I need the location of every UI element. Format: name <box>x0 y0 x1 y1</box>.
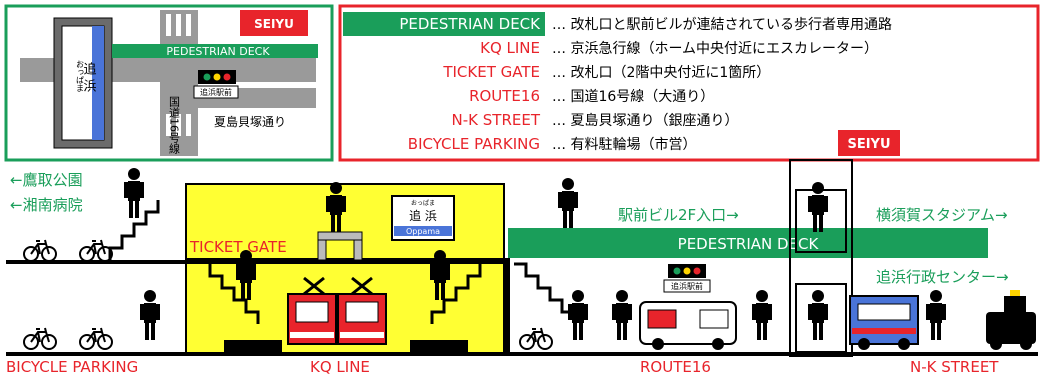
platform-stairs-right <box>430 264 482 324</box>
deck-section <box>508 228 988 258</box>
dir-park-label: ←鷹取公園 <box>10 171 83 189</box>
map-deck <box>112 44 318 58</box>
legend-term-5: BICYCLE PARKING <box>408 135 540 153</box>
legend-desc-3: … 国道16号線（大通り） <box>552 89 714 105</box>
legend-term-0: PEDESTRIAN DECK <box>399 15 541 33</box>
legend-desc-0: … 改札口と駅前ビルが連結されている歩行者専用通路 <box>552 16 892 33</box>
legend-term-3: ROUTE16 <box>469 87 540 105</box>
area-map: おっぱま 追 浜 PEDESTRIAN DECK SEIYU 追浜駅前 国道16… <box>4 4 334 162</box>
legend-desc-5: … 有料駐輪場（市営） <box>552 136 696 153</box>
map-station-kana: おっぱま <box>76 60 85 92</box>
stadium-label: 横須賀スタジアム→ <box>876 206 1008 224</box>
map-seiyu-box <box>240 10 308 36</box>
road-signal-label: 追浜駅前 <box>671 281 703 291</box>
building-entrance-label: 駅前ビル2F入口→ <box>618 206 739 224</box>
map-deck-label: PEDESTRIAN DECK <box>166 45 270 58</box>
map-signal-label-box <box>193 85 239 99</box>
map-seiyu-label: SEIYU <box>254 17 294 31</box>
station-sign-roman: Oppama <box>406 227 440 236</box>
bottom-bicycle-parking: BICYCLE PARKING <box>6 358 138 376</box>
dir-hospital-label: ←湘南病院 <box>10 196 83 214</box>
train-right <box>337 276 387 345</box>
bottom-kq-line: KQ LINE <box>310 358 370 376</box>
deck-stairs <box>514 262 574 314</box>
bicycle-icon <box>23 239 57 262</box>
station-sign-kana: おっぱま <box>411 200 435 207</box>
deck-section-label: PEDESTRIAN DECK <box>678 235 820 253</box>
platform-stairs-left <box>208 264 260 324</box>
station-upper-floor <box>186 258 504 264</box>
seiyu-sign-label: SEIYU <box>847 137 890 152</box>
map-crosswalk <box>166 14 223 136</box>
road-signal-label-box <box>663 279 711 293</box>
taxi <box>986 290 1036 350</box>
left-stairs <box>108 200 160 260</box>
legend: PEDESTRIAN DECK KQ LINE TICKET GATE ROUTE16… <box>338 4 1040 162</box>
legend-term-2: TICKET GATE <box>442 63 540 81</box>
cross-section: ←鷹取公園 ←湘南病院 TICKET GATE おっぱま 追 浜 Oppama <box>6 130 1038 357</box>
bus-nk-street <box>849 295 919 350</box>
legend-term-1: KQ LINE <box>480 39 540 57</box>
legend-term-4: N-K STREET <box>452 111 541 129</box>
station-right-wall <box>504 258 510 354</box>
legend-desc-4: … 夏島貝塚通り（銀座通り） <box>552 113 738 129</box>
person-icon <box>124 168 144 218</box>
legend-desc-1: … 京浜急行線（ホーム中央付近にエスカレーター） <box>552 41 878 57</box>
floor-line-left-upper <box>6 260 186 264</box>
map-route16-label: 国道16号線 <box>168 96 181 154</box>
map-station-name: 追 浜 <box>81 61 97 92</box>
seiyu-door-lower <box>795 283 847 353</box>
legend-desc-2: … 改札口（2階中央付近に1箇所） <box>552 64 770 81</box>
ground-line <box>6 352 1038 356</box>
seiyu-building <box>789 159 853 357</box>
train-left <box>287 276 337 345</box>
legend-deck-highlight <box>343 12 545 36</box>
seiyu-sign <box>838 130 900 156</box>
ticket-gate-machine <box>317 231 363 241</box>
platform-left <box>224 340 282 352</box>
bottom-route16: ROUTE16 <box>640 358 711 376</box>
station-sign-kanji: 追 浜 <box>409 208 437 223</box>
car-route16 <box>639 301 737 350</box>
map-escalator <box>92 26 104 140</box>
map-signal-label: 追浜駅前 <box>200 87 232 97</box>
bottom-nk-street: N-K STREET <box>910 358 999 376</box>
map-nk-street-label: 夏島貝塚通り <box>214 114 286 129</box>
admin-center-label: 追浜行政センター→ <box>876 268 1009 286</box>
platform-right <box>410 340 468 352</box>
ticket-gate-label: TICKET GATE <box>189 238 287 256</box>
